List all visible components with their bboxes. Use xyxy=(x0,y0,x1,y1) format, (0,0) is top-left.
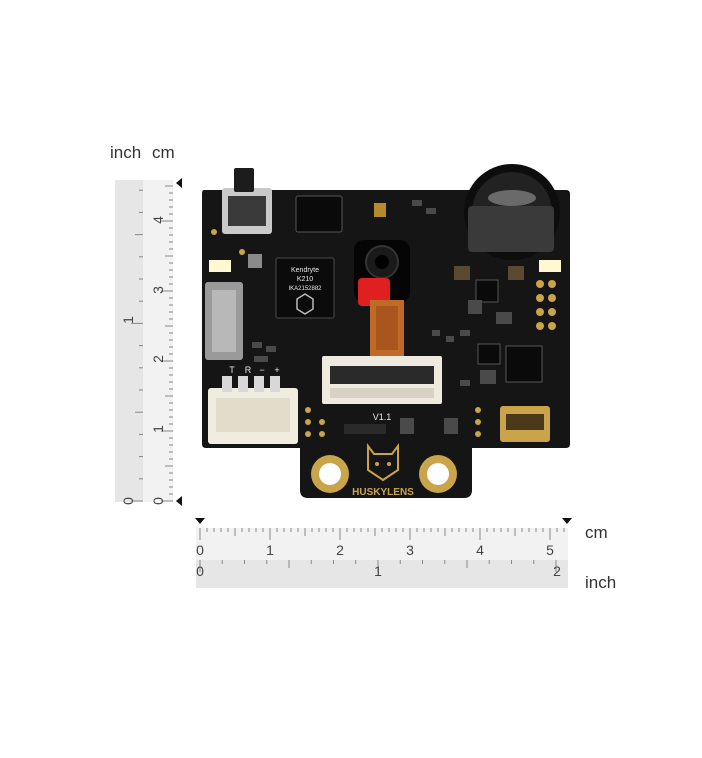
horizontal-inch-tick-2: 2 xyxy=(553,563,561,579)
usb-chip xyxy=(505,345,543,383)
vertical-ruler-top-marker xyxy=(176,178,182,188)
horizontal-ruler-right-marker xyxy=(562,518,572,524)
vertical-inch-unit: inch xyxy=(110,143,142,162)
vertical-cm-unit: cm xyxy=(152,143,175,162)
horizontal-inch-unit: inch xyxy=(585,573,617,592)
small-chip-a xyxy=(477,343,501,365)
horizontal-ruler: 0 1 2 3 4 5 0 1 2 xyxy=(195,518,572,588)
power-chip xyxy=(475,279,499,303)
vertical-cm-tick-4: 4 xyxy=(150,216,166,224)
vertical-cm-tick-1: 1 xyxy=(150,425,166,433)
right-light-led xyxy=(539,260,561,272)
small-chip-b xyxy=(454,266,470,280)
horizontal-cm-tick-1: 1 xyxy=(266,542,274,558)
vertical-ruler-ticks xyxy=(131,185,173,502)
passive-components xyxy=(248,200,512,434)
horizontal-cm-tick-0: 0 xyxy=(196,542,204,558)
chip-text-line-3: IKA2152882 xyxy=(288,286,322,292)
vertical-cm-tick-0: 0 xyxy=(150,497,166,505)
horizontal-inch-tick-1: 1 xyxy=(374,563,382,579)
horizontal-inch-tick-0: 0 xyxy=(196,563,204,579)
horizontal-ruler-left-marker xyxy=(195,518,205,524)
mounting-hole-right xyxy=(419,455,457,493)
huskylens-board: Kendryte K210 IKA2152882 xyxy=(202,164,570,498)
chip-text-line-2: K210 xyxy=(297,276,313,283)
mounting-hole-left xyxy=(311,455,349,493)
horizontal-cm-tick-4: 4 xyxy=(476,542,484,558)
horizontal-cm-tick-3: 3 xyxy=(406,542,414,558)
pin-label-r: R xyxy=(245,365,252,375)
vertical-inch-tick-0: 0 xyxy=(120,497,136,505)
vertical-cm-tick-2: 2 xyxy=(150,355,166,363)
k210-processor: Kendryte K210 IKA2152882 xyxy=(275,257,335,319)
pin-label-minus: − xyxy=(259,365,264,375)
flash-chip xyxy=(295,195,343,233)
huskylens-logo: HUSKYLENS xyxy=(352,443,414,498)
pin-label-plus: + xyxy=(274,365,279,375)
small-chip-c xyxy=(508,266,524,280)
vertical-cm-tick-3: 3 xyxy=(150,286,166,294)
horizontal-cm-tick-5: 5 xyxy=(546,542,554,558)
gpio-pads xyxy=(536,280,556,330)
reset-button xyxy=(222,168,272,234)
board-version-label: V1.1 xyxy=(373,412,392,422)
chip-text-line-1: Kendryte xyxy=(291,267,319,274)
board-brand-label: HUSKYLENS xyxy=(352,487,414,498)
vertical-ruler: 0 1 2 3 4 0 1 xyxy=(115,178,182,506)
vertical-ruler-bottom-marker xyxy=(176,496,182,506)
left-light-led xyxy=(209,260,231,272)
vertical-inch-tick-1: 1 xyxy=(120,316,136,324)
gold-vias xyxy=(211,229,481,437)
horizontal-cm-tick-2: 2 xyxy=(336,542,344,558)
horizontal-cm-unit: cm xyxy=(585,523,608,542)
horizontal-ruler-ticks xyxy=(199,528,565,572)
uart-i2c-connector: T R − + xyxy=(208,365,298,444)
pin-label-t: T xyxy=(229,365,235,375)
camera-module xyxy=(354,240,410,356)
function-dial xyxy=(464,164,560,260)
status-led xyxy=(374,203,386,217)
